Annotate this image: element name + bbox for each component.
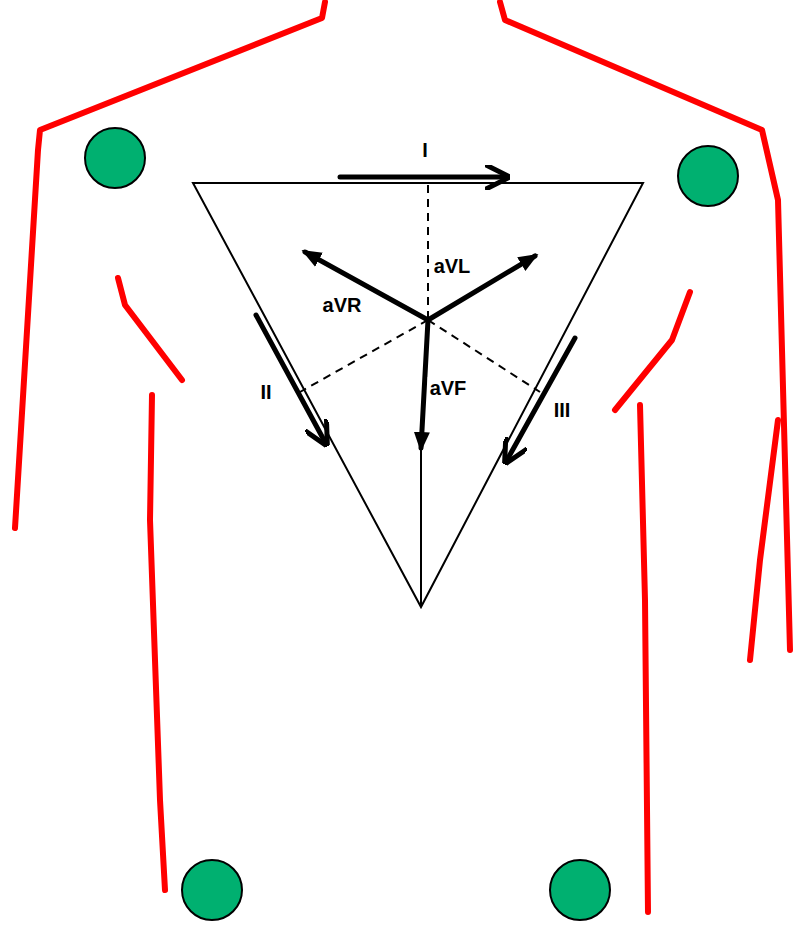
einthoven-triangle [193,177,643,607]
body-outline [15,2,790,912]
lead-label: II [258,381,273,403]
lead-label: I [420,139,430,161]
electrode-dots [85,128,738,920]
lead-label: aVL [432,255,473,277]
lead-label: III [552,399,573,421]
lead-label: aVR [321,294,364,316]
lead-label: aVF [428,377,469,399]
